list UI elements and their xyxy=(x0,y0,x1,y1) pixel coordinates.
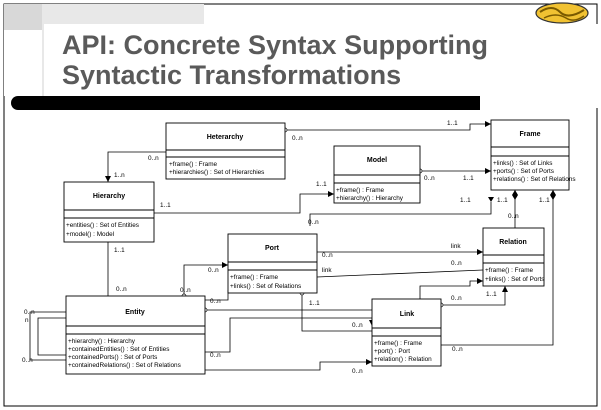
class-entity: Entity +hierarchy() : Hierarchy +contain… xyxy=(68,309,181,369)
multiplicity-label: 0..n xyxy=(116,286,127,293)
class-operation: +frame() : Frame xyxy=(336,187,385,194)
class-operation: +hierarchy() : Hierarchy xyxy=(68,338,136,345)
multiplicity-label: 1..1 xyxy=(316,181,327,188)
multiplicity-label: link xyxy=(451,243,461,250)
class-boxes xyxy=(63,119,570,375)
multiplicity-label: 0..n xyxy=(352,368,363,375)
multiplicity-label: 0..n xyxy=(210,298,221,305)
multiplicity-label: 1..1 xyxy=(114,247,125,254)
association-lines xyxy=(29,123,554,371)
class-name: Frame xyxy=(519,131,540,138)
title-underline-bar xyxy=(11,96,480,110)
multiplicity-label: 0..n xyxy=(451,260,462,267)
multiplicity-label: 0..n xyxy=(292,135,303,142)
multiplicity-label: 0..n xyxy=(424,175,435,182)
class-operation: +hierarchies() : Set of Hierarchies xyxy=(169,169,264,176)
title-area xyxy=(44,24,601,108)
multiplicity-label: 0..n xyxy=(180,287,191,294)
class-operation: +links() : Set of Links xyxy=(493,160,553,167)
multiplicity-label: 0..n xyxy=(22,357,33,364)
class-name: Link xyxy=(400,311,414,318)
corner-logo-icon xyxy=(535,2,589,24)
class-model: Model +frame() : Frame +hierarchy() : Hi… xyxy=(336,157,404,202)
multiplicity-label: 0..n xyxy=(452,346,463,353)
class-name: Entity xyxy=(125,309,145,316)
multiplicity-label: 0..n xyxy=(24,309,35,316)
multiplicity-label: 0..n xyxy=(451,295,462,302)
class-operation: +links() : Set of Ports xyxy=(485,276,545,283)
class-operation: +relation() : Relation xyxy=(374,356,432,363)
class-operation: +hierarchy() : Hierarchy xyxy=(336,195,404,202)
multiplicity-label: 0..n xyxy=(322,252,333,259)
assoc-hierarchy-model xyxy=(154,193,334,214)
class-operation: +frame() : Frame xyxy=(485,267,534,274)
multiplicity-label: 0..n xyxy=(508,213,519,220)
class-operation: +entities() : Set of Entities xyxy=(66,222,139,229)
class-operation: +containedEntities() : Set of Entities xyxy=(68,346,169,353)
class-operation: +frame() : Frame xyxy=(374,340,423,347)
class-frame: Frame +links() : Set of Links +ports() :… xyxy=(493,131,576,183)
multiplicity-label: 0..n xyxy=(210,352,221,359)
class-name: Hierarchy xyxy=(93,193,125,200)
slide-title-line-1: API: Concrete Syntax Supporting xyxy=(62,30,489,60)
assoc-link-relation xyxy=(441,286,506,306)
class-operation: +containedPorts() : Set of Ports xyxy=(68,354,157,361)
assoc-entity-link-2 xyxy=(205,361,372,371)
multiplicity-label: 1..n xyxy=(114,172,125,179)
multiplicity-label: 1..1 xyxy=(309,300,320,307)
class-operation: +model() : Model xyxy=(66,231,114,238)
multiplicity-label: link xyxy=(322,267,332,274)
class-name: Relation xyxy=(499,239,527,246)
assoc-frame-port xyxy=(309,202,492,226)
multiplicity-labels: 1..1 0..n 0..n 1..n 1..1 0..n 1..1 1..1 … xyxy=(22,120,550,375)
multiplicity-label: 1..1 xyxy=(463,175,474,182)
multiplicity-label: n xyxy=(25,317,29,324)
multiplicity-label: 0..n xyxy=(352,322,363,329)
multiplicity-label: 0..n xyxy=(308,219,319,226)
slide-title-line-2: Syntactic Transformations xyxy=(62,60,402,90)
multiplicity-label: 1..1 xyxy=(539,197,550,204)
class-heterarchy: Heterarchy +frame() : Frame +hierarchies… xyxy=(169,134,264,176)
assoc-port-relation-2 xyxy=(316,269,484,278)
assoc-port-link xyxy=(301,293,372,332)
multiplicity-label: 1..1 xyxy=(160,202,171,209)
assoc-entity-self-1 xyxy=(29,311,66,361)
assoc-entity-self-2 xyxy=(37,317,66,356)
multiplicity-label: 1..1 xyxy=(497,197,508,204)
class-operation: +relations() : Set of Relations xyxy=(493,176,576,183)
multiplicity-label: 1..1 xyxy=(460,197,471,204)
class-name: Heterarchy xyxy=(207,134,244,141)
class-operation: +links() : Set of Relations xyxy=(230,283,301,290)
multiplicity-label: 1..1 xyxy=(447,120,458,127)
assoc-entity-port-1 xyxy=(183,264,228,296)
multiplicity-label: 0..n xyxy=(148,155,159,162)
assoc-heterarchy-hierarchy xyxy=(107,151,166,182)
multiplicity-label: 0..n xyxy=(208,267,219,274)
class-operation: +containedRelations() : Set of Relations xyxy=(68,362,181,369)
class-operation: +frame() : Frame xyxy=(230,274,279,281)
class-hierarchy: Hierarchy +entities() : Set of Entities … xyxy=(66,193,139,238)
class-name: Port xyxy=(265,245,280,252)
class-operation: +frame() : Frame xyxy=(169,161,218,168)
corner-block xyxy=(4,4,42,30)
class-port: Port +frame() : Frame +links() : Set of … xyxy=(230,245,301,290)
class-link: Link +frame() : Frame +port() : Port +re… xyxy=(374,311,432,363)
assoc-heterarchy-frame xyxy=(285,123,491,131)
class-name: Model xyxy=(367,157,387,164)
multiplicity-label: 1..1 xyxy=(486,291,497,298)
assoc-frame-link xyxy=(441,190,554,346)
class-relation: Relation +frame() : Frame +links() : Set… xyxy=(485,239,545,283)
class-operation: +port() : Port xyxy=(374,348,410,355)
class-operation: +ports() : Set of Ports xyxy=(493,168,554,175)
